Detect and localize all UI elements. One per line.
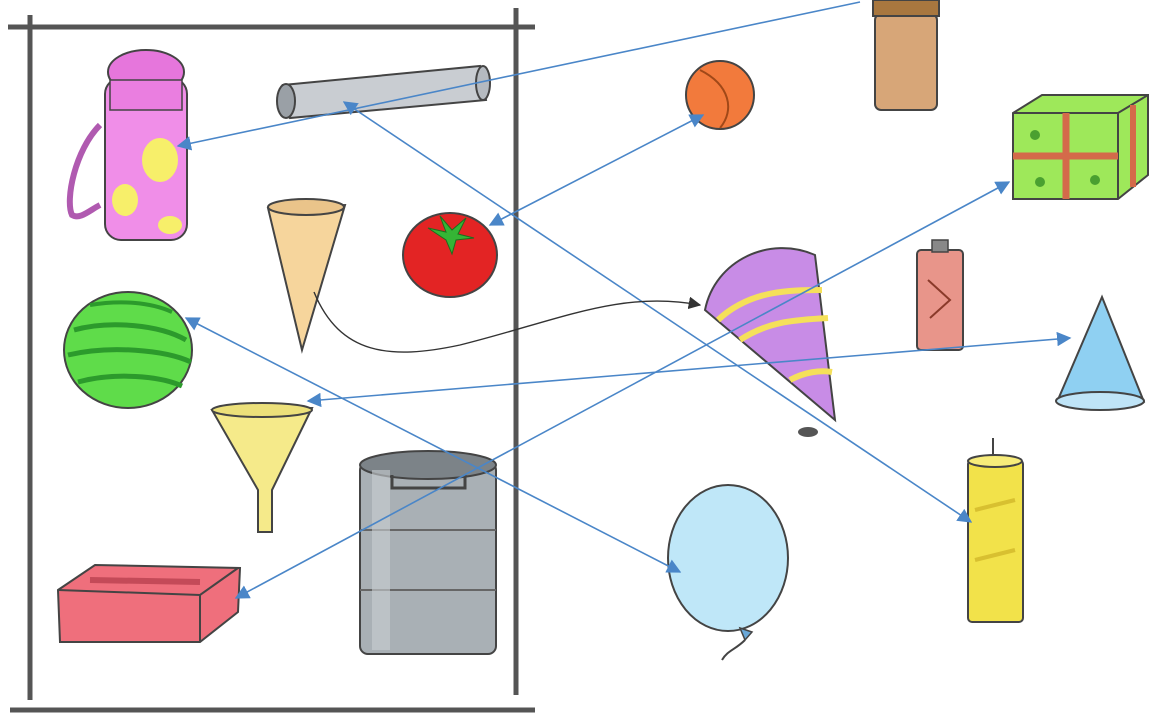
balloon-icon [668, 485, 788, 660]
cone-shape-icon [1056, 297, 1144, 410]
jar-icon [873, 0, 939, 110]
battery-icon [917, 240, 963, 350]
thermos-flask-icon [70, 50, 187, 240]
cone-icon [268, 199, 345, 350]
arrow-brick-to-giftbox [236, 182, 1009, 598]
party-hat-icon [705, 248, 835, 437]
drum-icon [360, 451, 496, 654]
watermelon-icon [64, 292, 192, 408]
pipe-icon [277, 66, 490, 118]
arrow-icecream-to-partyhat [314, 292, 700, 352]
gift-box-icon [1013, 95, 1148, 199]
candle-icon [968, 438, 1023, 622]
arrow-tomato-to-ball [490, 115, 703, 225]
brick-icon [58, 565, 240, 642]
funnel-icon [212, 403, 312, 532]
arrow-cone-to-funnel [308, 338, 1070, 401]
tomato-icon [403, 213, 497, 297]
arrow-jar-to-flask [178, 2, 860, 146]
